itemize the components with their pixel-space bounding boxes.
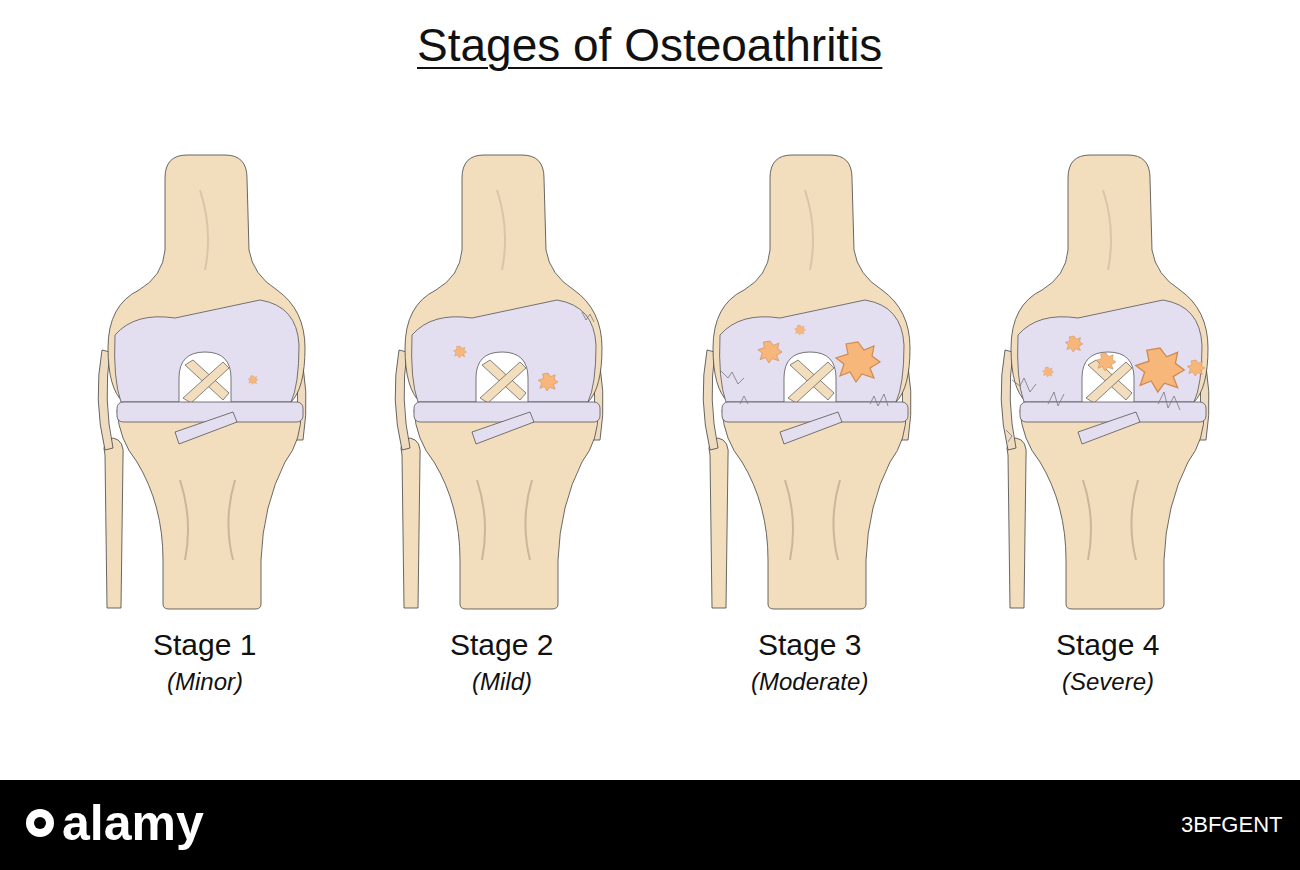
watermark: alamy [62,794,204,852]
image-id: 3BFGENT [1181,812,1282,838]
title: Stages of Osteoathritis [417,18,882,72]
stage-label: Stage 2 [450,628,553,662]
severity-label: (Severe) [1062,668,1154,696]
logo-mark [26,809,54,837]
stage-label: Stage 1 [153,628,256,662]
severity-label: (Moderate) [751,668,868,696]
severity-label: (Mild) [472,668,532,696]
severity-label: (Minor) [167,668,243,696]
stage-label: Stage 3 [758,628,861,662]
stage-label: Stage 4 [1056,628,1159,662]
